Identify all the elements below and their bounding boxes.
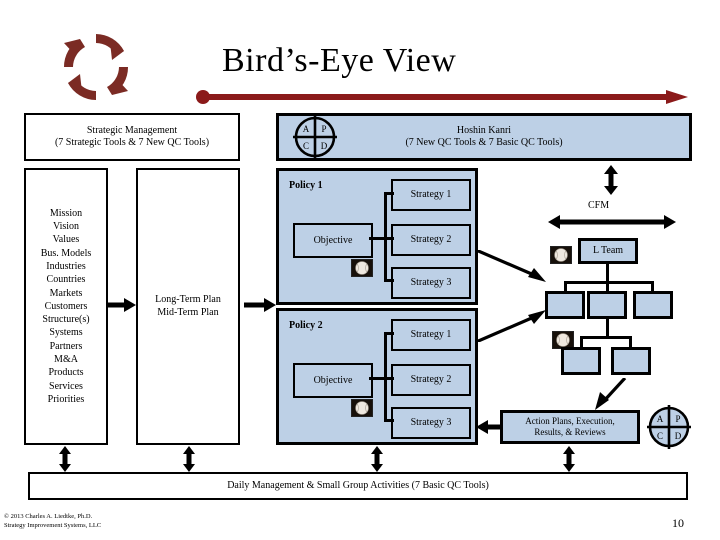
- pdca-a: A: [303, 124, 310, 134]
- list-item: Vision: [52, 221, 80, 233]
- circular-arrows-icon: [46, 24, 146, 110]
- arrow-plan-to-policy: [244, 298, 276, 312]
- strategic-inputs-list: Mission Vision Values Bus. Models Indust…: [24, 168, 108, 445]
- connector: [384, 237, 394, 240]
- ball-photo-icon: [552, 331, 574, 349]
- hoshin-kanri-box: Hoshin Kanri (7 New QC Tools & 7 Basic Q…: [276, 113, 692, 161]
- policy-2-objective: Objective: [293, 363, 373, 398]
- policy-2-strategy-1: Strategy 1: [391, 319, 471, 351]
- list-item: M&A: [54, 354, 78, 366]
- org-box-row3-2: [611, 347, 651, 375]
- list-item: Bus. Models: [40, 247, 92, 259]
- double-arrow-vertical-4: [562, 446, 576, 472]
- action-plans-line1: Action Plans, Execution,: [525, 415, 615, 426]
- ball-photo-icon: [550, 246, 572, 264]
- hoshin-kanri-line1: Hoshin Kanri: [456, 124, 512, 136]
- connector: [369, 377, 387, 380]
- connector: [384, 377, 394, 380]
- pdca-circle-icon: A P C D: [292, 114, 338, 160]
- list-item: Systems: [49, 327, 83, 339]
- pdca-c: C: [657, 431, 663, 441]
- copyright-notice: © 2013 Charles A. Liedtke, Ph.D. Strateg…: [4, 512, 101, 530]
- list-item: Services: [49, 380, 83, 392]
- connector: [580, 336, 632, 339]
- org-box-row2-2: [587, 291, 627, 319]
- connector: [580, 336, 583, 348]
- list-item: Mission: [49, 207, 83, 219]
- arrow-action-plans-to-policy: [476, 420, 502, 434]
- list-item: Partners: [49, 340, 83, 352]
- list-item: Products: [48, 367, 84, 379]
- list-item: Countries: [46, 274, 86, 286]
- connector: [564, 281, 654, 284]
- connector: [606, 281, 609, 292]
- action-plans-line2: Results, & Reviews: [534, 427, 606, 437]
- connector: [651, 281, 654, 292]
- connector: [564, 281, 567, 292]
- policy-2-label: Policy 2: [289, 320, 323, 331]
- connector: [606, 264, 609, 281]
- plan-line2: Mid-Term Plan: [157, 306, 219, 318]
- list-item: Values: [52, 234, 80, 246]
- org-box-row2-3: [633, 291, 673, 319]
- arrow-policy2-to-org: [475, 310, 546, 344]
- strategic-management-line2: (7 Strategic Tools & 7 New QC Tools): [54, 137, 210, 148]
- ball-photo-icon: [351, 399, 373, 417]
- daily-management-bar: Daily Management & Small Group Activitie…: [28, 472, 688, 500]
- connector: [384, 332, 394, 335]
- policy-2-strategy-3: Strategy 3: [391, 407, 471, 439]
- connector: [369, 237, 387, 240]
- arrow-org-to-action-plans: [595, 376, 629, 410]
- long-mid-term-plan-box: Long-Term Plan Mid-Term Plan: [136, 168, 240, 445]
- list-item: Industries: [46, 260, 86, 272]
- policy-1-strategy-1: Strategy 1: [391, 179, 471, 211]
- leadership-team-box: L Team: [578, 238, 638, 264]
- page-number: 10: [672, 516, 684, 530]
- pdca-d: D: [321, 141, 328, 151]
- plan-line1: Long-Term Plan: [155, 294, 221, 305]
- hoshin-kanri-line2: (7 New QC Tools & 7 Basic QC Tools): [405, 137, 563, 148]
- page-title: Bird’s-Eye View: [222, 42, 457, 79]
- org-box-row2-1: [545, 291, 585, 319]
- connector: [629, 336, 632, 348]
- connector: [606, 319, 609, 336]
- action-plans-box: Action Plans, Execution, Results, & Revi…: [500, 410, 640, 444]
- pdca-d: D: [675, 431, 682, 441]
- policy-2-box: Policy 2 Objective Strategy 1 Strategy 2…: [276, 308, 478, 445]
- ball-photo-icon: [351, 259, 373, 277]
- copyright-line-2: Strategy Improvement Systems, LLC: [4, 522, 102, 529]
- policy-1-strategy-2: Strategy 2: [391, 224, 471, 256]
- connector: [384, 279, 394, 282]
- list-item: Markets: [49, 287, 83, 299]
- double-arrow-vertical-3: [370, 446, 384, 472]
- policy-deployment-group: Policy 1 Objective Strategy 1 Strategy 2…: [276, 168, 478, 445]
- policy-1-objective: Objective: [293, 223, 373, 258]
- list-item: Structure(s): [42, 314, 90, 326]
- arrow-list-to-plan: [108, 298, 136, 312]
- policy-1-label: Policy 1: [289, 180, 323, 191]
- strategic-management-line1: Strategic Management: [86, 124, 178, 136]
- double-arrow-vertical-2: [182, 446, 196, 472]
- list-item: Priorities: [47, 393, 85, 405]
- pdca-circle-icon: A P C D: [646, 404, 692, 450]
- copyright-line-1: © 2013 Charles A. Liedtke, Ph.D.: [4, 513, 93, 520]
- double-arrow-vertical-cfm: [604, 165, 618, 195]
- accent-divider-arrow: [196, 90, 688, 104]
- strategic-management-box: Strategic Management (7 Strategic Tools …: [24, 113, 240, 161]
- double-arrow-horizontal-cfm: [548, 215, 676, 229]
- connector: [384, 192, 394, 195]
- pdca-p: P: [675, 414, 680, 424]
- policy-1-strategy-3: Strategy 3: [391, 267, 471, 299]
- policy-2-strategy-2: Strategy 2: [391, 364, 471, 396]
- pdca-a: A: [657, 414, 664, 424]
- connector: [384, 419, 394, 422]
- double-arrow-vertical-1: [58, 446, 72, 472]
- cfm-label: CFM: [588, 200, 610, 211]
- arrow-policy1-to-org: [475, 248, 546, 282]
- org-box-row3-1: [561, 347, 601, 375]
- pdca-p: P: [321, 124, 326, 134]
- list-item: Customers: [44, 300, 88, 312]
- policy-1-box: Policy 1 Objective Strategy 1 Strategy 2…: [276, 168, 478, 305]
- pdca-c: C: [303, 141, 309, 151]
